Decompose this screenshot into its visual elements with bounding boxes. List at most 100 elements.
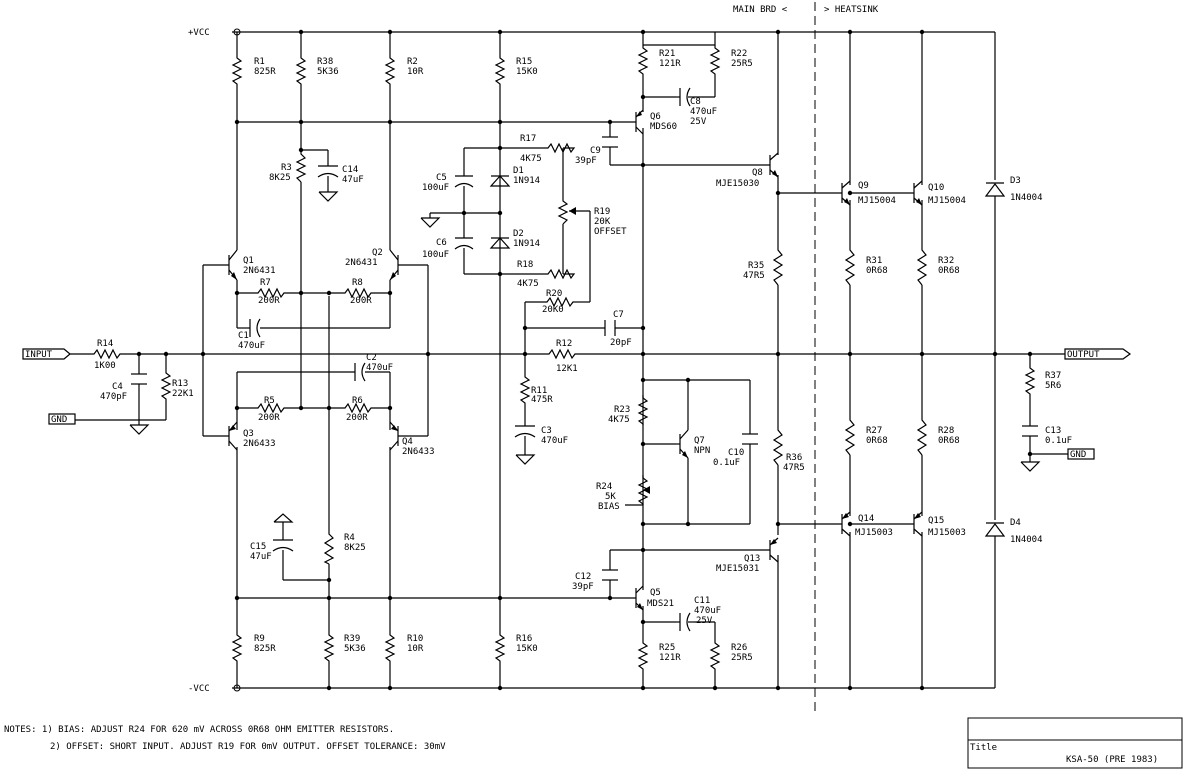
q15-symbol: [913, 511, 923, 537]
r18-ref: R18: [517, 260, 533, 270]
r12-ref: R12: [556, 339, 572, 349]
q14-val: MJ15003: [855, 528, 893, 538]
d1-val: 1N914: [513, 176, 540, 186]
output-port-label: OUTPUT: [1067, 350, 1100, 360]
r8a-symbol: [342, 287, 372, 299]
diode-symbols: [489, 175, 1006, 537]
r19-wiper-arrow: [569, 207, 576, 215]
note-line-2: 2) OFFSET: SHORT INPUT. ADJUST R19 FOR 0…: [50, 742, 446, 752]
r8a-val: 200R: [350, 296, 372, 306]
r28-symbol: [916, 415, 928, 456]
q5-val: MDS21: [647, 599, 674, 609]
c7-val: 20pF: [610, 338, 632, 348]
c4-ref: C4: [112, 382, 123, 392]
c10-symbol: [742, 433, 758, 445]
r24-symbol: [637, 475, 649, 505]
q10-ref: Q10: [928, 183, 944, 193]
c6-symbol: [454, 237, 474, 250]
r39-ref: R39: [344, 634, 360, 644]
c10-ref: C10: [728, 448, 744, 458]
r20-val: 20K0: [542, 305, 564, 315]
r22-symbol: [709, 45, 721, 75]
c8-symbol: [676, 87, 694, 107]
r21-ref: R21: [659, 49, 675, 59]
c12-symbol: [602, 569, 618, 581]
r36-val: 47R5: [783, 463, 805, 473]
q4-val: 2N6433: [402, 447, 435, 457]
r22-val: 25R5: [731, 59, 753, 69]
r9-val: 825R: [254, 644, 276, 654]
q3-ref: Q3: [243, 429, 254, 439]
r32-val: 0R68: [938, 266, 960, 276]
output-port: OUTPUT: [1064, 348, 1132, 360]
r6-symbol: [342, 402, 372, 414]
q13-val: MJE15031: [716, 564, 759, 574]
r38-symbol: [295, 55, 307, 85]
r1-val: 825R: [254, 67, 276, 77]
ground-icon: [318, 191, 339, 202]
r24-extra: BIAS: [598, 502, 620, 512]
r7-symbol: [255, 287, 285, 299]
r31-val: 0R68: [866, 266, 888, 276]
q14-ref: Q14: [858, 514, 874, 524]
r26-val: 25R5: [731, 653, 753, 663]
q1-symbol: [228, 249, 238, 281]
r32-ref: R32: [938, 256, 954, 266]
r14-symbol: [88, 348, 124, 360]
r13-ref: R13: [172, 379, 188, 389]
capacitor-symbols: [131, 87, 1038, 632]
junctions: [136, 29, 1033, 691]
c11-extra: 25V: [696, 616, 713, 626]
q9-symbol: [841, 180, 851, 206]
r1-symbol: [231, 55, 243, 85]
c2-ref: C2: [366, 353, 377, 363]
c1-ref: C1: [238, 331, 249, 341]
q8-ref: Q8: [752, 168, 763, 178]
r9-symbol: [231, 632, 243, 662]
r37-ref: R37: [1045, 371, 1061, 381]
q2-ref: Q2: [372, 248, 383, 258]
d4-symbol: [984, 522, 1006, 537]
r20-ref: R20: [546, 289, 562, 299]
r27-val: 0R68: [866, 436, 888, 446]
c8-ref: C8: [690, 97, 701, 107]
c13-val: 0.1uF: [1045, 436, 1072, 446]
c2-val: 470uF: [366, 363, 393, 373]
q9-val: MJ15004: [858, 196, 896, 206]
notes: NOTES: 1) BIAS: ADJUST R24 FOR 620 mV AC…: [4, 725, 446, 752]
r10-ref: R10: [407, 634, 423, 644]
q15-val: MJ15003: [928, 528, 966, 538]
c5-val: 100uF: [422, 183, 449, 193]
r16-symbol: [494, 632, 506, 662]
r35-ref: R35: [748, 261, 764, 271]
transistor-symbols: [228, 109, 923, 611]
d1-ref: D1: [513, 166, 524, 176]
c8-val: 470uF: [690, 107, 717, 117]
r28-ref: R28: [938, 426, 954, 436]
r38-ref: R38: [317, 57, 333, 67]
c5-symbol: [454, 175, 474, 188]
c14-symbol: [317, 165, 339, 178]
r16-val: 15K0: [516, 644, 538, 654]
r25-ref: R25: [659, 643, 675, 653]
c14-val: 47uF: [342, 175, 364, 185]
r16-ref: R16: [516, 634, 532, 644]
q8-val: MJE15030: [716, 179, 759, 189]
r17-val: 4K75: [520, 154, 542, 164]
gnd-out-port: GND: [1067, 448, 1095, 460]
r3-symbol: [295, 150, 307, 183]
c9-val: 39pF: [575, 156, 597, 166]
c12-ref: C12: [575, 572, 591, 582]
q1-ref: Q1: [243, 256, 254, 266]
ground-icon: [420, 217, 441, 228]
supply-rails: +VCC -VCC: [188, 28, 995, 694]
c4-symbol: [131, 373, 147, 385]
r3-val: 8K25: [269, 173, 291, 183]
r5-ref: R5: [264, 396, 275, 406]
r28-val: 0R68: [938, 436, 960, 446]
r21-val: 121R: [659, 59, 681, 69]
r2-ref: R2: [407, 57, 418, 67]
c11-ref: C11: [694, 596, 710, 606]
c1-symbol: [249, 318, 261, 338]
c3-symbol: [514, 425, 536, 438]
